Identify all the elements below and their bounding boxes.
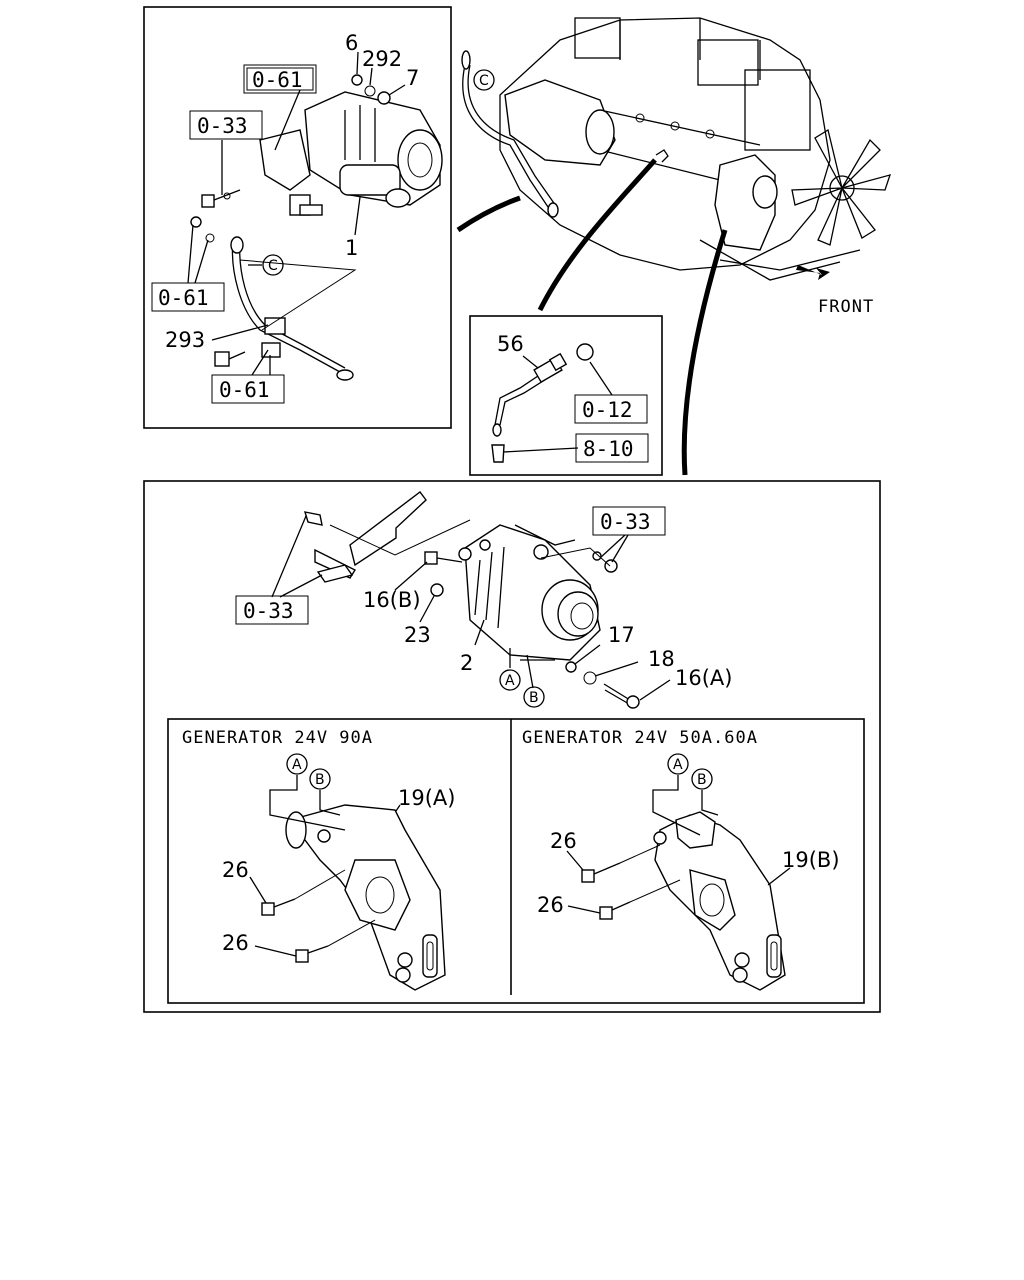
adjusting-bar [303,491,471,583]
leader-starter-to-engine [456,195,521,233]
bracket-90a-title: GENERATOR 24V 90A [182,728,373,748]
callout-16a: 16(A) [675,666,732,690]
svg-text:0-12: 0-12 [582,398,633,422]
nut-0-12 [576,343,594,361]
bracket-50a-title: GENERATOR 24V 50A.60A [522,728,758,748]
svg-text:0-33: 0-33 [197,114,248,138]
ref-box-0-61-mid: 0-61 [151,282,225,312]
callout-19a: 19(A) [398,786,455,810]
callout-26-50a-bottom: 26 [537,893,564,917]
engine-overview: FRONT C [461,17,891,317]
svg-text:B: B [697,772,707,788]
callout-7: 7 [406,66,419,90]
ref-box-0-61-top: 0-61 [243,64,317,94]
callout-1: 1 [345,236,358,260]
front-arrow-icon [796,265,830,280]
generator-panel-frame [143,480,881,1013]
bracket-subpanel-frame [167,718,865,1004]
callout-6: 6 [345,31,358,55]
washer-6 [351,74,363,86]
nut-23 [430,583,444,597]
starter-cable-293 [214,236,354,381]
generator-panel: 16(B) 23 2 17 18 16(A) A B 0-33 0-33 GEN… [143,480,881,1013]
sensor-panel-frame [469,315,663,476]
svg-text:B: B [315,772,325,788]
callout-b-50a: B [691,768,713,790]
ref-box-0-61-bottom: 0-61 [211,374,285,404]
callout-a-90a: A [286,753,308,775]
svg-text:0-61: 0-61 [158,286,209,310]
bolt-16a [603,683,640,709]
bracket-90a: GENERATOR 24V 90A A [182,728,455,991]
callout-2: 2 [460,651,473,675]
bracket-50a-60a: GENERATOR 24V 50A.60A A [522,728,840,991]
callout-26-90a-top: 26 [222,858,249,882]
svg-text:0-33: 0-33 [243,599,294,623]
callout-23: 23 [404,623,431,647]
svg-text:B: B [529,690,539,706]
svg-text:A: A [292,757,302,773]
svg-text:0-61: 0-61 [219,378,270,402]
callout-293: 293 [165,328,205,352]
washer-292 [364,85,376,97]
ref-box-0-33-starter: 0-33 [189,110,263,140]
callout-b-generator: B [523,686,545,708]
svg-text:0-33: 0-33 [600,510,651,534]
svg-text:A: A [673,757,683,773]
leader-engine-to-generator [681,229,728,476]
callout-17: 17 [608,623,635,647]
engine-fan [791,128,891,246]
starter-panel-frame [143,6,452,429]
ref-box-8-10: 8-10 [575,433,649,463]
ref-box-0-33-left: 0-33 [235,595,309,625]
callout-16b: 16(B) [363,588,421,612]
callout-c-engine: C [473,69,495,91]
callout-56: 56 [497,332,524,356]
svg-text:C: C [479,73,489,89]
sensor-panel: 56 0-12 8-10 [469,315,663,476]
ref-box-0-33-right: 0-33 [592,506,666,536]
callout-c-starter: C [262,254,284,276]
callout-19b: 19(B) [782,848,840,872]
starter-panel: 6 292 7 1 293 C 0-61 0-33 0-61 0-61 [143,6,452,429]
starter-motor [259,91,443,216]
callout-b-90a: B [309,768,331,790]
bolt-16b [424,551,463,565]
callout-a-50a: A [667,753,689,775]
nut-7 [377,91,391,105]
front-label: FRONT [818,297,874,317]
callout-a-generator: A [499,669,521,691]
callout-26-50a-top: 26 [550,829,577,853]
svg-text:0-61: 0-61 [252,68,303,92]
washer-18 [583,671,597,685]
callout-292: 292 [362,47,402,71]
callout-26-90a-bottom: 26 [222,931,249,955]
svg-text:A: A [505,673,515,689]
starter-bolt [190,189,241,243]
generator [458,524,601,661]
leader-engine-to-sensor [537,158,657,312]
ref-box-0-12: 0-12 [574,394,648,424]
callout-18: 18 [648,647,675,671]
washer-17 [565,661,577,673]
svg-text:8-10: 8-10 [583,437,634,461]
svg-text:C: C [268,258,278,274]
